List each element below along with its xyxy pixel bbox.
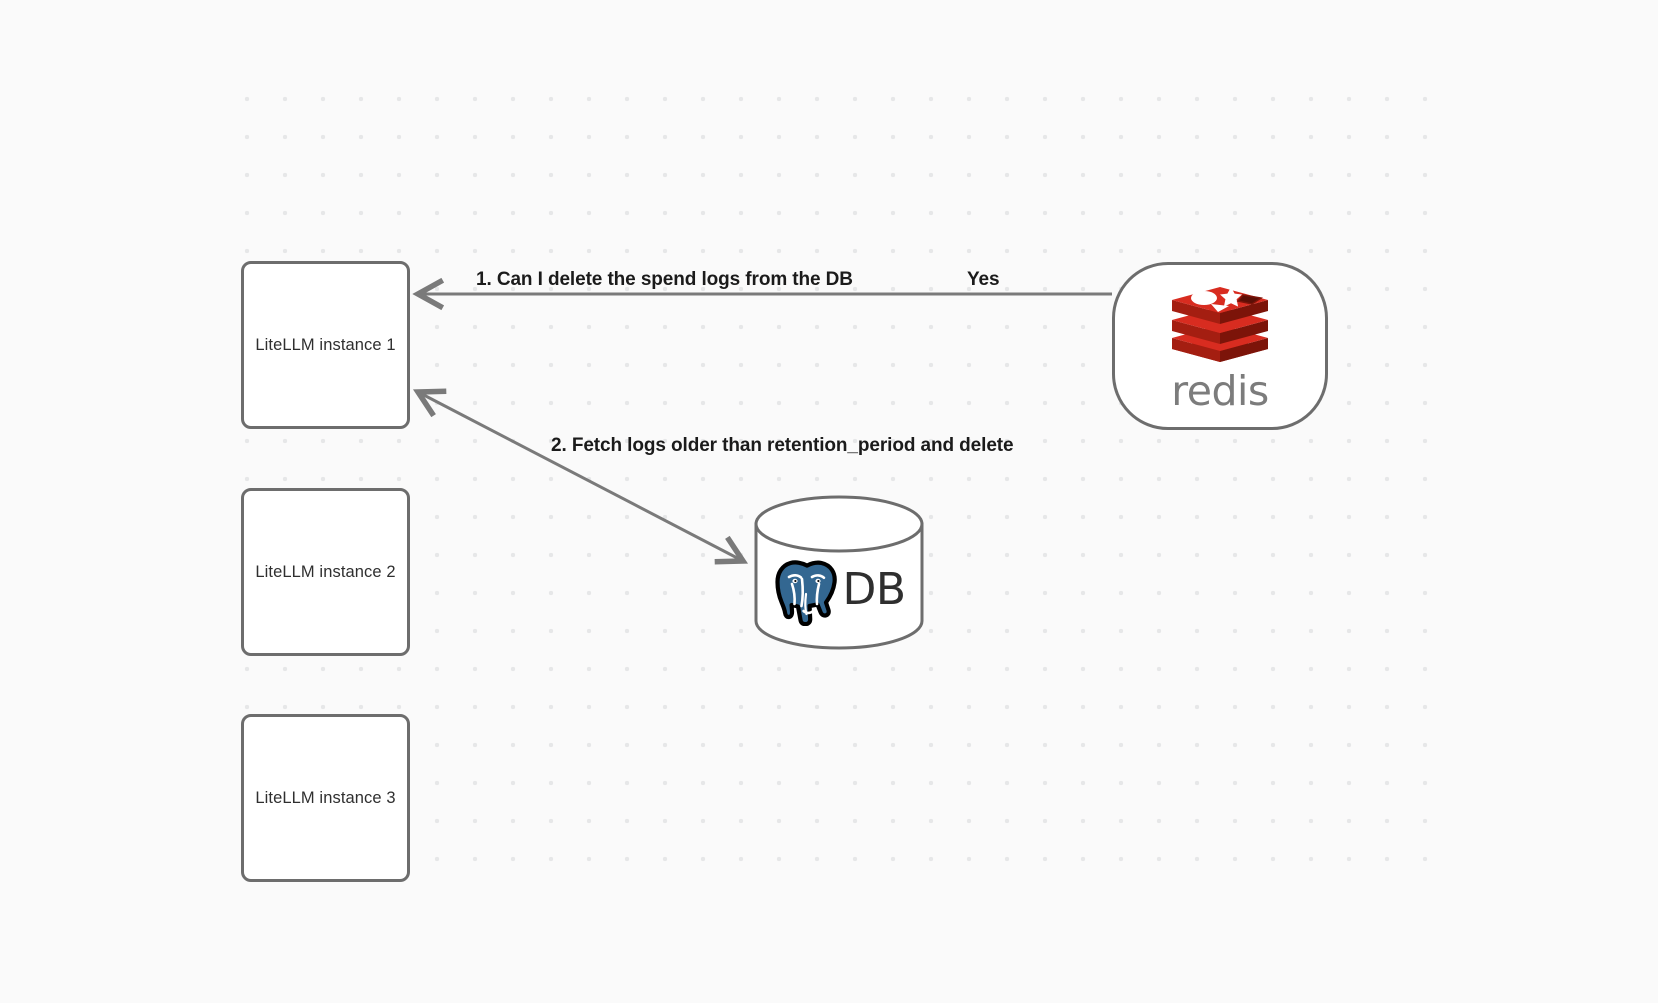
db-logo-group: DB (753, 494, 925, 651)
edge-db-to-litellm1 (418, 392, 743, 561)
node-litellm-instance-1[interactable]: LiteLLM instance 1 (241, 261, 410, 429)
postgresql-elephant-icon (772, 554, 842, 626)
redis-stack-icon (1168, 276, 1272, 369)
redis-logo-group: redis (1168, 276, 1272, 412)
node-label: LiteLLM instance 3 (255, 788, 396, 807)
edge-label-step-1: 1. Can I delete the spend logs from the … (476, 269, 853, 290)
node-label: LiteLLM instance 2 (255, 562, 396, 581)
node-redis[interactable]: redis (1112, 262, 1328, 430)
redis-wordmark: redis (1171, 367, 1269, 415)
db-label: DB (842, 563, 906, 615)
node-label: LiteLLM instance 1 (255, 335, 396, 354)
cylinder-shape (754, 495, 924, 650)
node-litellm-instance-3[interactable]: LiteLLM instance 3 (241, 714, 410, 882)
edge-label-yes: Yes (967, 269, 1000, 290)
node-database[interactable]: DB (753, 494, 925, 651)
node-litellm-instance-2[interactable]: LiteLLM instance 2 (241, 488, 410, 656)
edge-label-step-2: 2. Fetch logs older than retention_perio… (551, 435, 1014, 456)
